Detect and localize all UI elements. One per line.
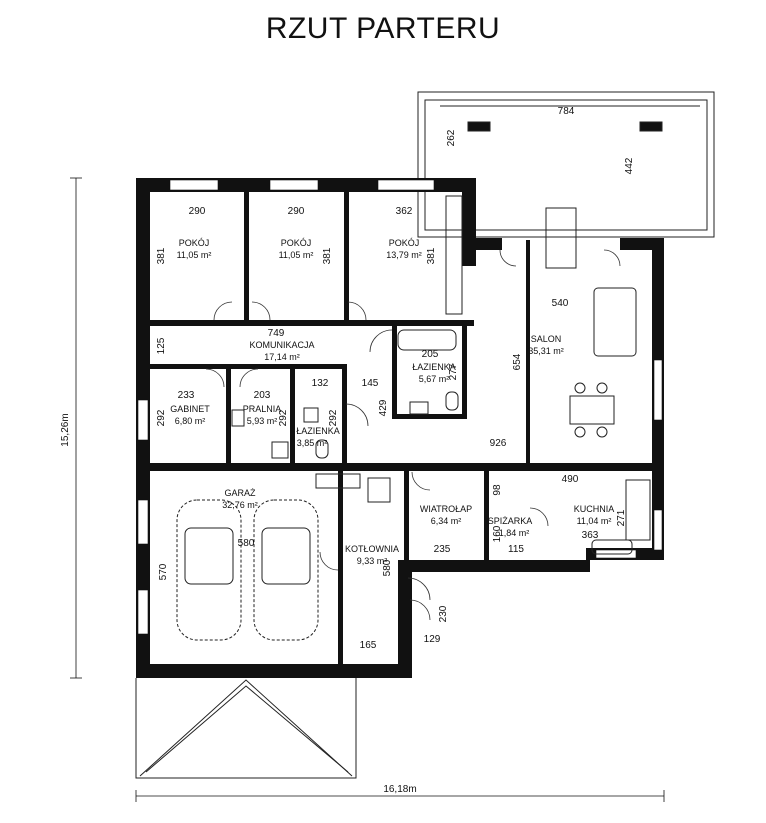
dim-label: 233 xyxy=(178,390,195,401)
door-swings xyxy=(205,249,621,621)
room-name: POKÓJ xyxy=(389,238,420,248)
room-area: 6,34 m² xyxy=(431,516,462,526)
dim-label: 570 xyxy=(158,563,169,580)
room-name: KUCHNIA xyxy=(574,504,615,514)
room-area: 11,05 m² xyxy=(279,250,314,260)
room-name: ŁAZIENKA xyxy=(412,362,456,372)
dim-label: 926 xyxy=(490,438,507,449)
room-area: 17,14 m² xyxy=(264,352,300,362)
dim-label: 429 xyxy=(378,399,389,416)
room-area: 11,05 m² xyxy=(177,250,212,260)
dim-label: 203 xyxy=(254,390,271,401)
room-area: 5,67 m² xyxy=(419,374,450,384)
room-area: 6,80 m² xyxy=(175,416,206,426)
room-name: POKÓJ xyxy=(281,238,312,248)
dim-label: 540 xyxy=(552,298,569,309)
room-area: 9,33 m² xyxy=(357,556,388,566)
room-name: KOMUNIKACJA xyxy=(249,340,314,350)
room-area: 1,84 m² xyxy=(499,528,530,538)
room-name: ŁAZIENKA xyxy=(296,426,340,436)
dim-label: 145 xyxy=(362,378,379,389)
dim-label: 205 xyxy=(422,349,439,360)
room-name: GABINET xyxy=(170,404,210,414)
dim-label: 230 xyxy=(438,605,449,622)
room-labels: POKÓJ 11,05 m² POKÓJ 11,05 m² POKÓJ 13,7… xyxy=(170,238,614,566)
dim-label: 381 xyxy=(322,247,333,264)
room-area: 32,76 m² xyxy=(222,500,258,510)
garage-cars xyxy=(176,499,319,641)
dim-label: 654 xyxy=(512,353,523,370)
dim-label: 580 xyxy=(238,538,255,549)
dim-label: 363 xyxy=(582,530,599,541)
dim-label: 490 xyxy=(562,474,579,485)
terrace xyxy=(417,91,715,238)
room-name: GARAŻ xyxy=(224,488,256,498)
entrance-canopy xyxy=(135,678,357,779)
dim-label: 262 xyxy=(446,129,457,146)
dim-label: 132 xyxy=(312,378,329,389)
dim-label: 381 xyxy=(156,247,167,264)
dim-label: 165 xyxy=(360,640,377,651)
room-name: WIATROŁAP xyxy=(420,504,472,514)
overall-height: 15,26m xyxy=(60,413,71,446)
interior-walls xyxy=(150,192,654,664)
dim-label: 580 xyxy=(382,559,393,576)
dim-label: 290 xyxy=(288,206,305,217)
page-title: RZUT PARTERU xyxy=(265,12,501,45)
room-name: SPIŻARKA xyxy=(488,516,533,526)
dim-label: 784 xyxy=(558,106,575,117)
dim-label: 235 xyxy=(434,544,451,555)
dim-label: 160 xyxy=(492,525,503,542)
room-area: 3,85 m² xyxy=(297,438,328,448)
dim-label: 129 xyxy=(424,634,441,645)
overall-width: 16,18m xyxy=(383,784,416,795)
dim-label: 292 xyxy=(156,409,167,426)
room-name: KOTŁOWNIA xyxy=(345,544,399,554)
room-name: POKÓJ xyxy=(179,238,210,248)
dim-label: 125 xyxy=(156,337,167,354)
dim-label: 292 xyxy=(328,409,339,426)
dim-label: 271 xyxy=(616,509,627,526)
dim-label: 98 xyxy=(492,484,503,496)
room-area: 11,04 m² xyxy=(577,516,612,526)
dim-label: 381 xyxy=(426,247,437,264)
dim-label: 277 xyxy=(448,363,459,380)
dim-label: 749 xyxy=(268,328,285,339)
room-name: SALON xyxy=(531,334,562,344)
dim-label: 362 xyxy=(396,206,413,217)
overall-dimension-lines xyxy=(70,177,665,802)
dim-label: 292 xyxy=(278,409,289,426)
room-name: PRALNIA xyxy=(243,404,282,414)
dim-label: 290 xyxy=(189,206,206,217)
fixtures xyxy=(231,195,651,555)
room-area: 5,93 m² xyxy=(247,416,278,426)
dimension-labels: 784 262 442 290 290 362 381 381 381 749 … xyxy=(156,106,635,651)
room-area: 13,79 m² xyxy=(386,250,422,260)
dim-label: 442 xyxy=(624,157,635,174)
room-area: 35,31 m² xyxy=(528,346,564,356)
dim-label: 115 xyxy=(508,544,524,555)
